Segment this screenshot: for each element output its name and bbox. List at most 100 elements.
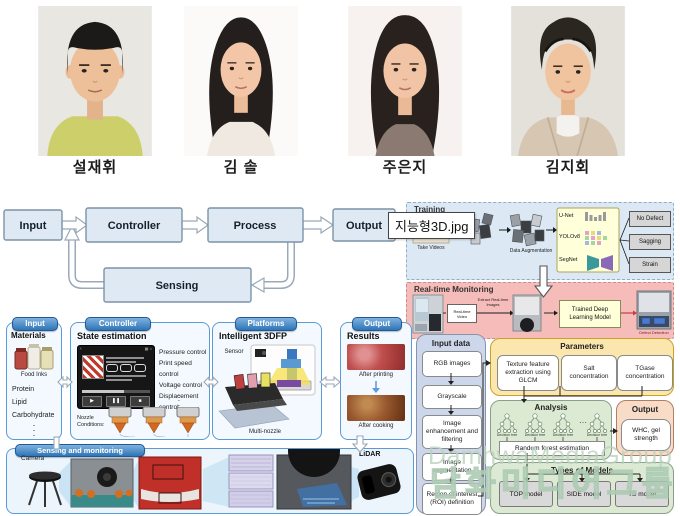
input-data-title: Input data [431, 339, 471, 348]
pause-button[interactable]: ❚❚ [106, 396, 126, 407]
data-augmentation-caption: Data Augmentation [509, 248, 553, 254]
portrait-photo-4 [511, 6, 625, 156]
flow-sensing-label: Sensing [156, 280, 199, 292]
material-lipid: Lipid [12, 399, 27, 406]
control-print-speed: Print speed control [159, 360, 192, 378]
nozzle-chain-glyph [106, 364, 146, 372]
food-inks-image [14, 344, 54, 370]
intelligent-3dfp-heading: Intelligent 3DFP [219, 331, 288, 341]
after-printing-caption: After printing [358, 372, 394, 378]
multi-nozzle-caption: Multi-nozzle [248, 429, 281, 435]
status-icons: ▦ ⌂ [144, 346, 152, 351]
tree-ellipsis: ··· [579, 418, 587, 427]
lidar-icon [357, 464, 401, 500]
pipeline-output-title: Output [631, 405, 659, 414]
flow-output-label: Output [346, 220, 382, 232]
texture-samples [228, 454, 274, 508]
play-button[interactable]: ▶ [82, 396, 102, 407]
down-arrow-icon [372, 381, 380, 393]
member-card: 김 솔 [184, 6, 298, 177]
print-thumbnail [82, 355, 104, 379]
param-tgase: TGase concentration [617, 355, 673, 391]
member-name: 김 솔 [223, 159, 259, 176]
portrait-photo-3 [348, 6, 462, 156]
progress-bar[interactable] [82, 390, 150, 393]
yolov8-label: YOLOv8 [559, 234, 581, 240]
step-rgb-images: RGB images [422, 351, 482, 377]
member-card: 김지회 [505, 6, 631, 177]
sensing-panel-tab: Sensing and monitoring [15, 444, 145, 457]
control-displacement: Displacement control [159, 393, 199, 411]
lidar-label: LiDAR [359, 451, 381, 458]
control-loop-flowchart: Input Controller Process Output Sensing [3, 207, 396, 303]
portrait-photo-1 [38, 6, 152, 156]
control-voltage: Voltage control [159, 382, 203, 389]
camera-label: Camera [21, 455, 45, 462]
flow-controller-label: Controller [108, 220, 161, 232]
nozzle-icons [108, 407, 200, 437]
input-panel-tab: Input [12, 317, 58, 331]
step-roi: Region of interest (ROI) definition [422, 483, 482, 515]
control-pressure: Pressure control [159, 349, 207, 356]
controller-panel: Controller State estimation ‹ ▦ ⌂ [70, 317, 210, 440]
results-heading: Results [347, 331, 380, 341]
class-strain: Strain [629, 257, 671, 273]
extract-images-label: Extract Real-time Images [477, 297, 509, 307]
input-data-column: Input data RGB images Grayscale Image en… [416, 334, 486, 515]
take-videos-caption: Take Videos [417, 245, 445, 251]
portrait-photo-2 [184, 6, 298, 156]
ts-model-box: TS model [615, 481, 669, 507]
types-of-models-title: Types of Models [550, 466, 614, 475]
member-card: 주은지 [344, 6, 466, 177]
analysis-panel: Analysis [490, 400, 612, 460]
state-estimation-heading: State estimation [77, 331, 147, 341]
pipeline-output-panel: Output WHC, gel strength [616, 400, 674, 456]
material-protein: Protein [12, 386, 35, 393]
param-salt: Salt concentration [561, 355, 617, 391]
camera-icon [28, 471, 62, 507]
materials-input-panel: Input Materials Food Inks Protein Lipid … [6, 317, 62, 440]
controls-ellipsis: ··· [177, 391, 181, 410]
state-estimation-screen: ‹ ▦ ⌂ ▶ ❚❚ ■ [77, 345, 155, 409]
after-cooking-photo [347, 395, 405, 421]
flow-input-label: Input [20, 220, 47, 232]
back-icon: ‹ [80, 346, 82, 352]
class-no-defect: No Defect [629, 211, 671, 227]
whc-gel-box: WHC, gel strength [621, 419, 671, 451]
materials-list: Protein Lipid Carbohydrate [12, 383, 54, 422]
sensor-label: Sensor [224, 349, 244, 355]
analysis-title: Analysis [534, 403, 568, 412]
trained-model-box: Trained Deep Learning Model [559, 300, 621, 328]
nozzle-conditions-label: Nozzle Conditions: [77, 415, 105, 428]
svg-text:Decision tree: Decision tree [497, 433, 517, 437]
materials-ellipsis: ··· [32, 420, 36, 440]
materials-heading: Materials [11, 331, 46, 340]
stop-button[interactable]: ■ [130, 396, 150, 407]
input-data-arrows [448, 373, 454, 483]
controller-panel-tab: Controller [85, 317, 151, 331]
training-title: Training [414, 205, 446, 214]
decision-tree-glyphs: ··· Decision tree Decision tree Decision… [497, 413, 607, 441]
svg-text:Decision tree: Decision tree [553, 433, 573, 437]
controls-list: Pressure control Print speed control Vol… [159, 347, 209, 413]
output-panel-tab: Output [352, 317, 402, 331]
realtime-video-box: Real-time Video [447, 304, 477, 323]
param-glcm: Texture feature extraction using GLCM [497, 355, 559, 391]
svg-text:Decision tree: Decision tree [525, 433, 545, 437]
file-name-label: 지능형3D.jpg [388, 212, 476, 239]
monitoring-panel: Real-time Monitoring Real-time Video Ext… [406, 282, 674, 339]
sensing-art [28, 449, 401, 510]
random-forest-box: Random forest estimation [499, 441, 605, 456]
sensor-camera-icon [255, 349, 266, 357]
member-card: 설재휘 [38, 6, 152, 177]
monitoring-title: Real-time Monitoring [414, 285, 494, 294]
platforms-panel: Platforms Intelligent 3DFP Sensor Multi-… [212, 317, 322, 440]
screen-text-lines [106, 355, 150, 383]
defect-detection-caption: Defect Detection [639, 330, 669, 335]
side-model-box: SIDE model [557, 481, 611, 507]
member-name: 설재휘 [72, 159, 118, 176]
segnet-label: SegNet [559, 257, 578, 263]
platforms-panel-tab: Platforms [235, 317, 297, 331]
member-name: 주은지 [382, 159, 428, 176]
